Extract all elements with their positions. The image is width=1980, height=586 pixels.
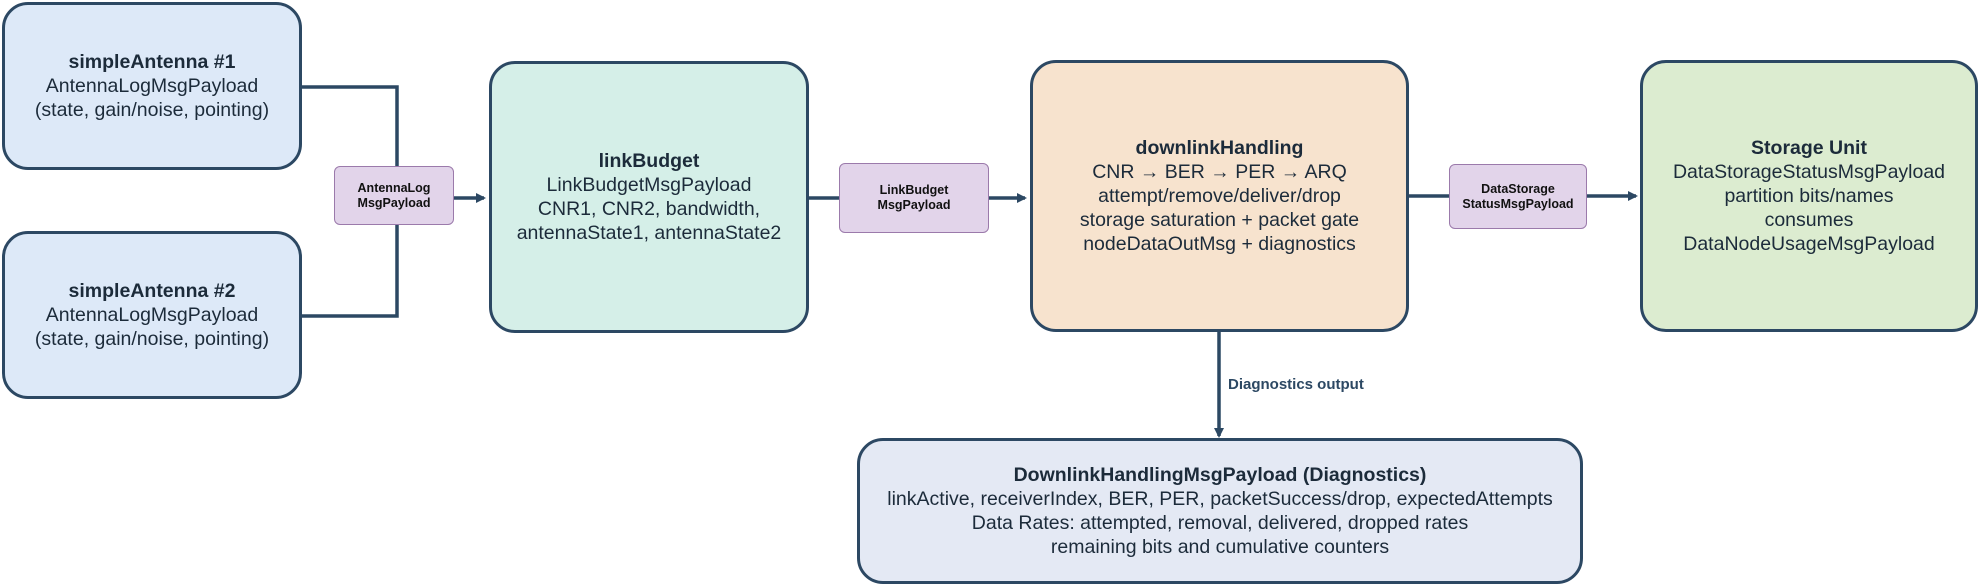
- storage-unit-line: DataNodeUsageMsgPayload: [1683, 233, 1935, 255]
- antenna-log-message-line: AntennaLog: [357, 180, 431, 195]
- antenna-log-message: AntennaLog MsgPayload: [334, 166, 454, 225]
- diagnostics-line: Data Rates: attempted, removal, delivere…: [971, 512, 1469, 534]
- link-budget-node: linkBudget LinkBudgetMsgPayload CNR1, CN…: [489, 61, 809, 333]
- link-budget-message-line: MsgPayload: [877, 198, 951, 212]
- wire-antenna2-merge: [302, 222, 399, 318]
- antenna-1-line: AntennaLogMsgPayload: [45, 75, 259, 97]
- downlink-handling-node: downlinkHandling CNR → BER → PER → ARQ a…: [1030, 60, 1409, 332]
- link-budget-message: LinkBudget MsgPayload: [839, 163, 989, 233]
- antenna-1-node: simpleAntenna #1 AntennaLogMsgPayload (s…: [2, 2, 302, 170]
- downlink-handling-line: attempt/remove/deliver/drop: [1098, 185, 1341, 207]
- link-budget-line: antennaState1, antennaState2: [516, 222, 782, 244]
- antenna-1-line: (state, gain/noise, pointing): [34, 99, 270, 121]
- diagnostics-line: remaining bits and cumulative counters: [1050, 536, 1390, 558]
- data-storage-message: DataStorage StatusMsgPayload: [1449, 164, 1587, 229]
- storage-unit-title: Storage Unit: [1751, 137, 1867, 159]
- diagnostics-title: DownlinkHandlingMsgPayload (Diagnostics): [1013, 464, 1427, 486]
- antenna-2-title: simpleAntenna #2: [68, 280, 236, 302]
- data-storage-message-line: StatusMsgPayload: [1462, 196, 1574, 211]
- wire-antenna1-merge: [302, 85, 399, 168]
- storage-unit-line: partition bits/names: [1724, 185, 1894, 207]
- link-budget-message-line: LinkBudget: [879, 183, 949, 197]
- storage-unit-node: Storage Unit DataStorageStatusMsgPayload…: [1640, 60, 1978, 332]
- data-storage-message-line: DataStorage: [1481, 181, 1555, 196]
- storage-unit-line: consumes: [1764, 209, 1854, 231]
- downlink-handling-title: downlinkHandling: [1135, 137, 1304, 159]
- downlink-handling-line: storage saturation + packet gate: [1079, 209, 1360, 231]
- storage-unit-line: DataStorageStatusMsgPayload: [1672, 161, 1946, 183]
- antenna-log-message-line: MsgPayload: [357, 195, 431, 210]
- downlink-handling-line: nodeDataOutMsg + diagnostics: [1083, 233, 1356, 255]
- link-budget-line: LinkBudgetMsgPayload: [546, 174, 752, 196]
- downlink-handling-line: CNR → BER → PER → ARQ: [1092, 161, 1347, 183]
- antenna-2-line: (state, gain/noise, pointing): [34, 328, 270, 350]
- diagnostics-node: DownlinkHandlingMsgPayload (Diagnostics)…: [857, 438, 1583, 584]
- diagnostics-line: linkActive, receiverIndex, BER, PER, pac…: [887, 488, 1553, 510]
- link-budget-title: linkBudget: [598, 150, 700, 172]
- link-budget-line: CNR1, CNR2, bandwidth,: [537, 198, 761, 220]
- antenna-2-line: AntennaLogMsgPayload: [45, 304, 259, 326]
- antenna-1-title: simpleAntenna #1: [68, 51, 236, 73]
- antenna-2-node: simpleAntenna #2 AntennaLogMsgPayload (s…: [2, 231, 302, 399]
- diagnostics-output-label: Diagnostics output: [1228, 376, 1364, 393]
